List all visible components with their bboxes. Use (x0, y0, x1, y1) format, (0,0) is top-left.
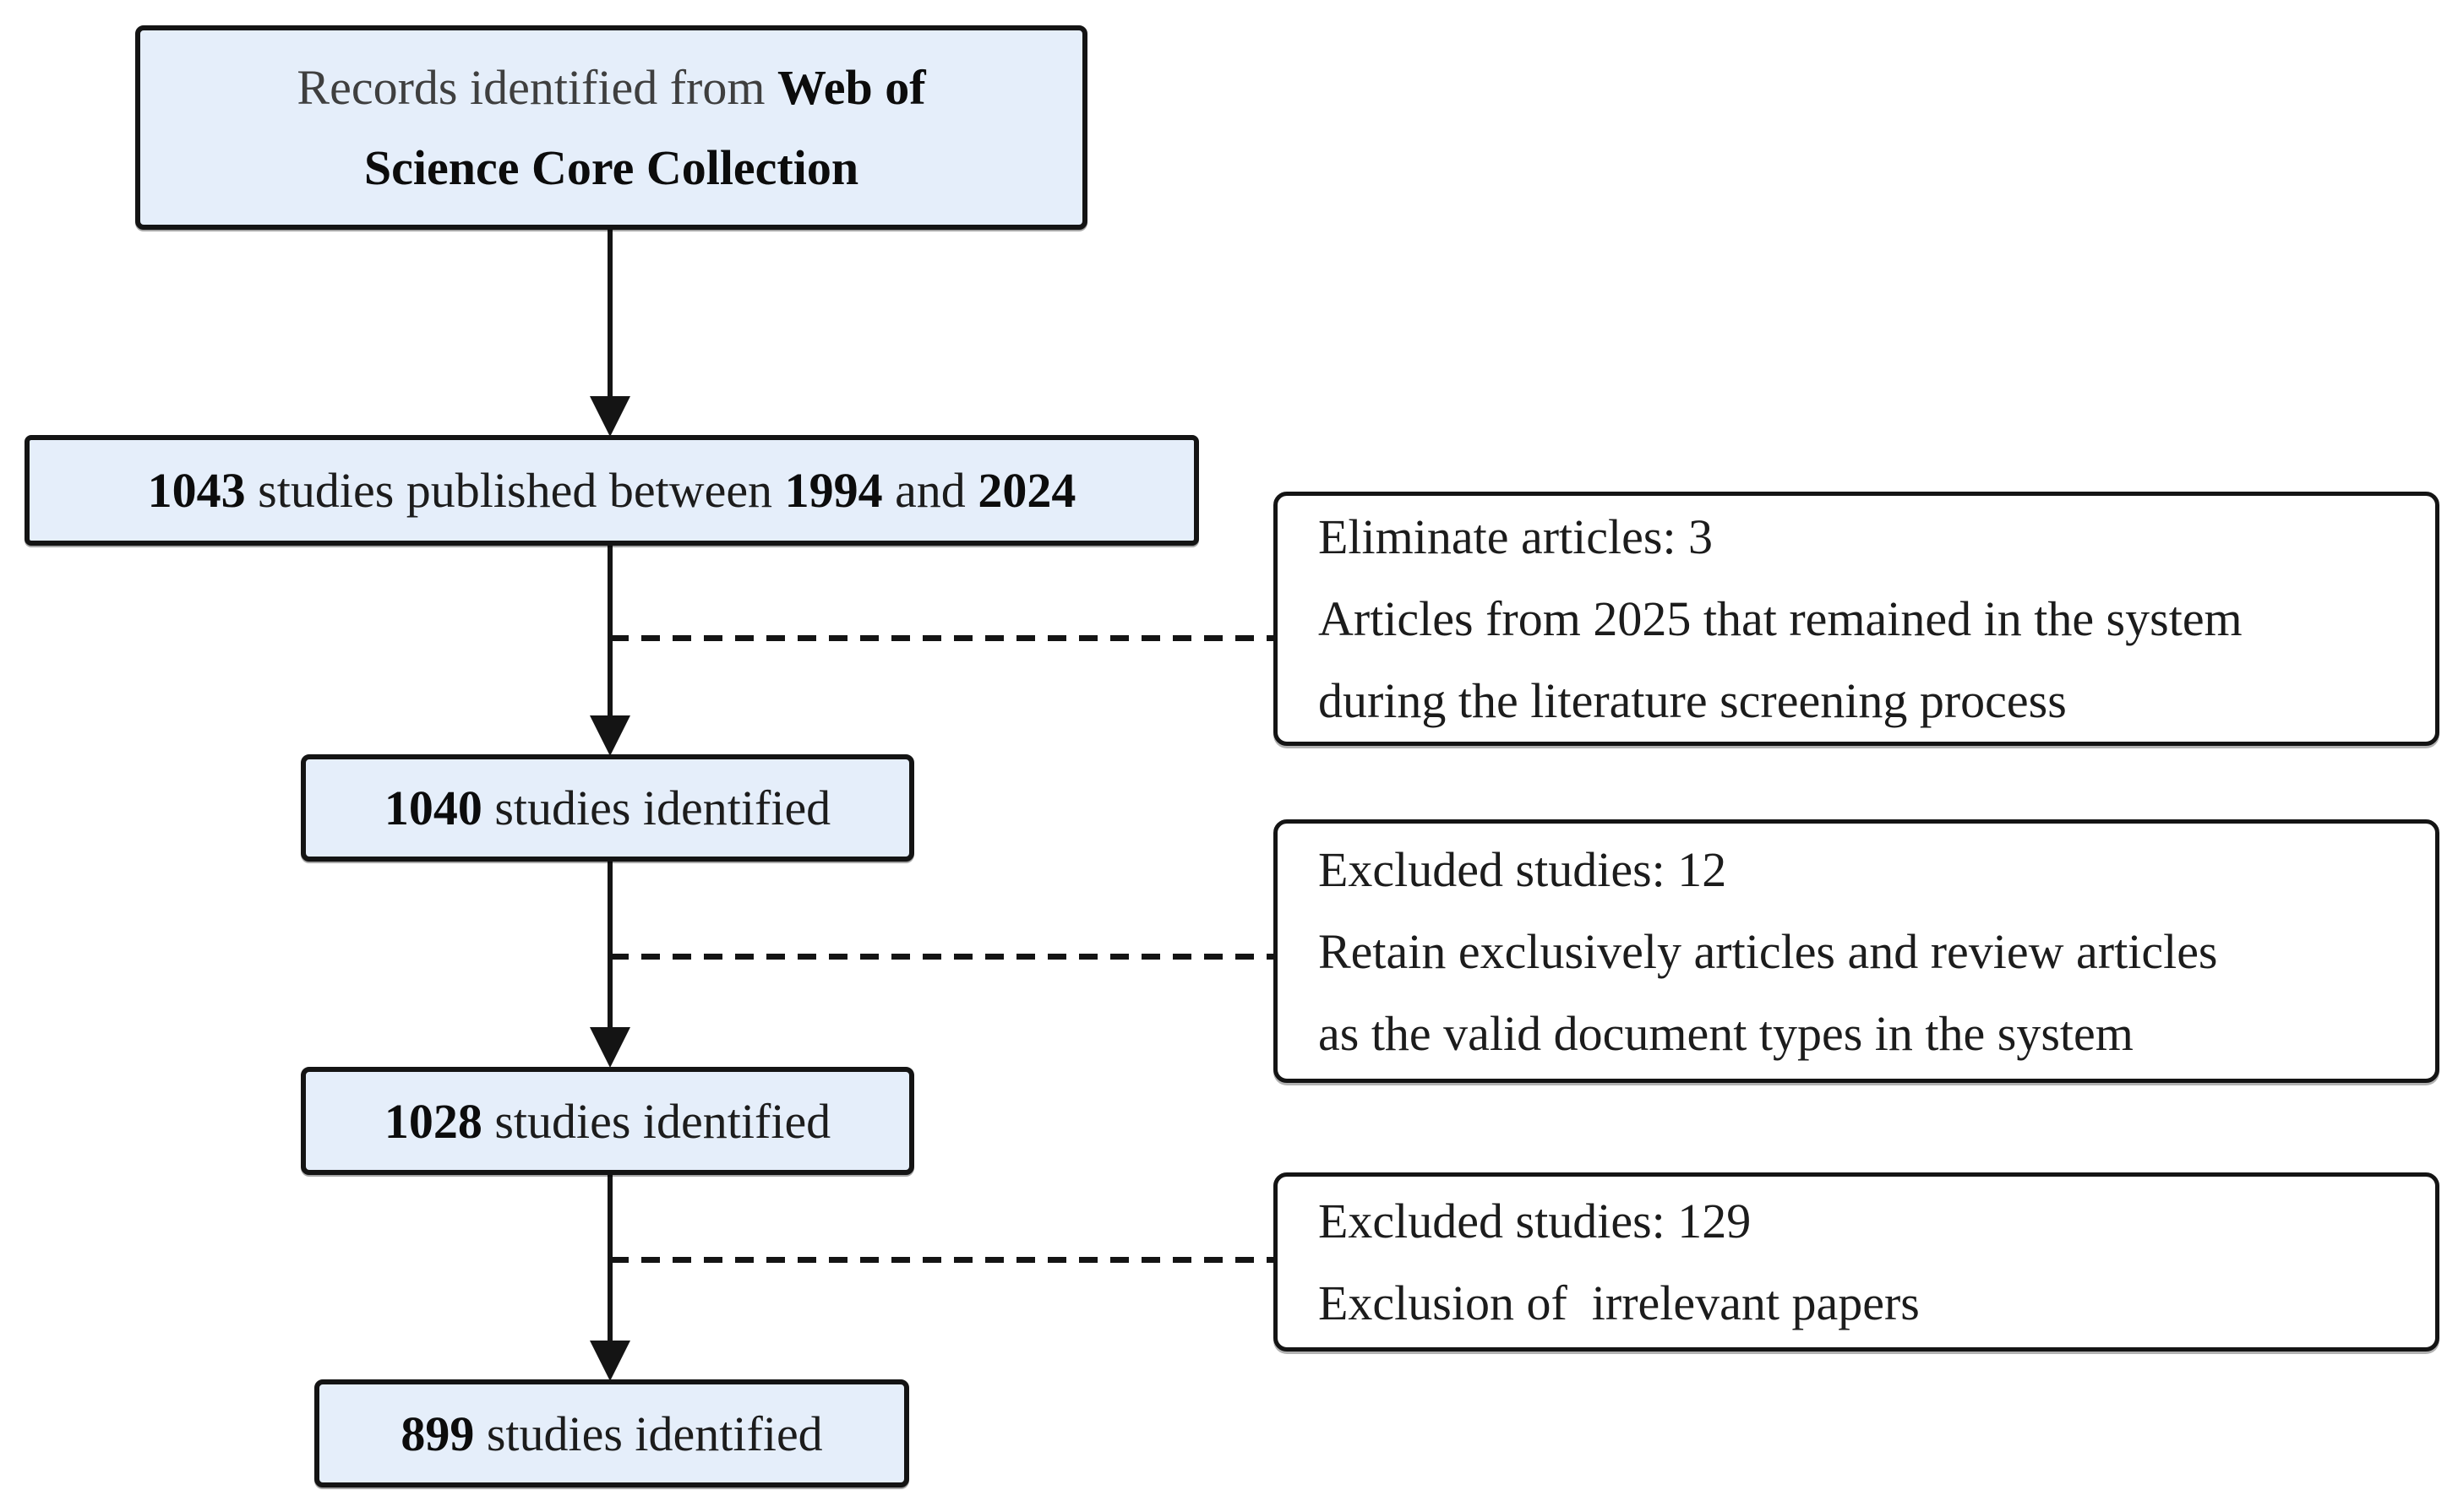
side-box-excluded-12: Excluded studies: 12 Retain exclusively … (1273, 819, 2439, 1083)
excluded-12-line3: as the valid document types in the syste… (1318, 1005, 2134, 1061)
dashed-connector-1 (610, 635, 1275, 641)
flow-box-899-text: 899 studies identified (401, 1394, 822, 1474)
eliminate-3-line2: Articles from 2025 that remained in the … (1318, 591, 2243, 646)
flow-box-1028-studies: 1028 studies identified (301, 1067, 914, 1175)
excluded-12-line2: Retain exclusively articles and review a… (1318, 923, 2218, 979)
eliminate-3-line1: Eliminate articles: 3 (1318, 509, 1714, 564)
count-1028: 1028 (384, 1093, 482, 1149)
flow-box-1043-studies: 1043 studies published between 1994 and … (25, 435, 1199, 546)
arrow-head-3 (590, 1027, 630, 1068)
year-1994: 1994 (784, 463, 883, 518)
flow-box-records-source: Records identified from Web of Science C… (135, 25, 1087, 230)
flow-box-899-studies: 899 studies identified (314, 1379, 909, 1488)
arrow-head-4 (590, 1341, 630, 1381)
flow-box-1028-text: 1028 studies identified (384, 1081, 831, 1161)
side-box-excluded-129: Excluded studies: 129 Exclusion of irrel… (1273, 1172, 2439, 1352)
records-source-regular-text: Records identified from (297, 60, 777, 115)
label-1040: studies identified (482, 780, 831, 835)
label-1028: studies identified (482, 1093, 831, 1149)
arrow-line-2 (608, 544, 613, 717)
count-1040: 1040 (384, 780, 482, 835)
arrow-line-3 (608, 860, 613, 1029)
year-2024: 2024 (978, 463, 1076, 518)
label-899: studies identified (474, 1406, 823, 1461)
dashed-connector-2 (610, 954, 1275, 960)
count-899: 899 (401, 1406, 475, 1461)
arrow-line-1 (608, 229, 613, 402)
arrow-head-2 (590, 715, 630, 756)
published-text-2: and (882, 463, 978, 518)
excluded-12-line1: Excluded studies: 12 (1318, 841, 1727, 897)
flow-box-1043-text: 1043 studies published between 1994 and … (148, 450, 1076, 530)
flow-box-1040-text: 1040 studies identified (384, 768, 831, 848)
records-source-bold-line2: Science Core Collection (363, 140, 859, 195)
flow-box-1040-studies: 1040 studies identified (301, 754, 914, 862)
count-1043: 1043 (147, 463, 246, 518)
eliminate-3-line3: during the literature screening process (1318, 673, 2067, 728)
dashed-connector-3 (610, 1257, 1275, 1263)
arrow-head-1 (590, 396, 630, 437)
published-text-1: studies published between (245, 463, 785, 518)
records-source-bold-line1: Web of (777, 60, 926, 115)
records-source-text: Records identified from Web of Science C… (297, 47, 925, 208)
side-box-eliminate-3: Eliminate articles: 3 Articles from 2025… (1273, 492, 2439, 746)
excluded-129-line1: Excluded studies: 129 (1318, 1194, 1752, 1248)
excluded-129-line2: Exclusion of irrelevant papers (1318, 1275, 1920, 1330)
